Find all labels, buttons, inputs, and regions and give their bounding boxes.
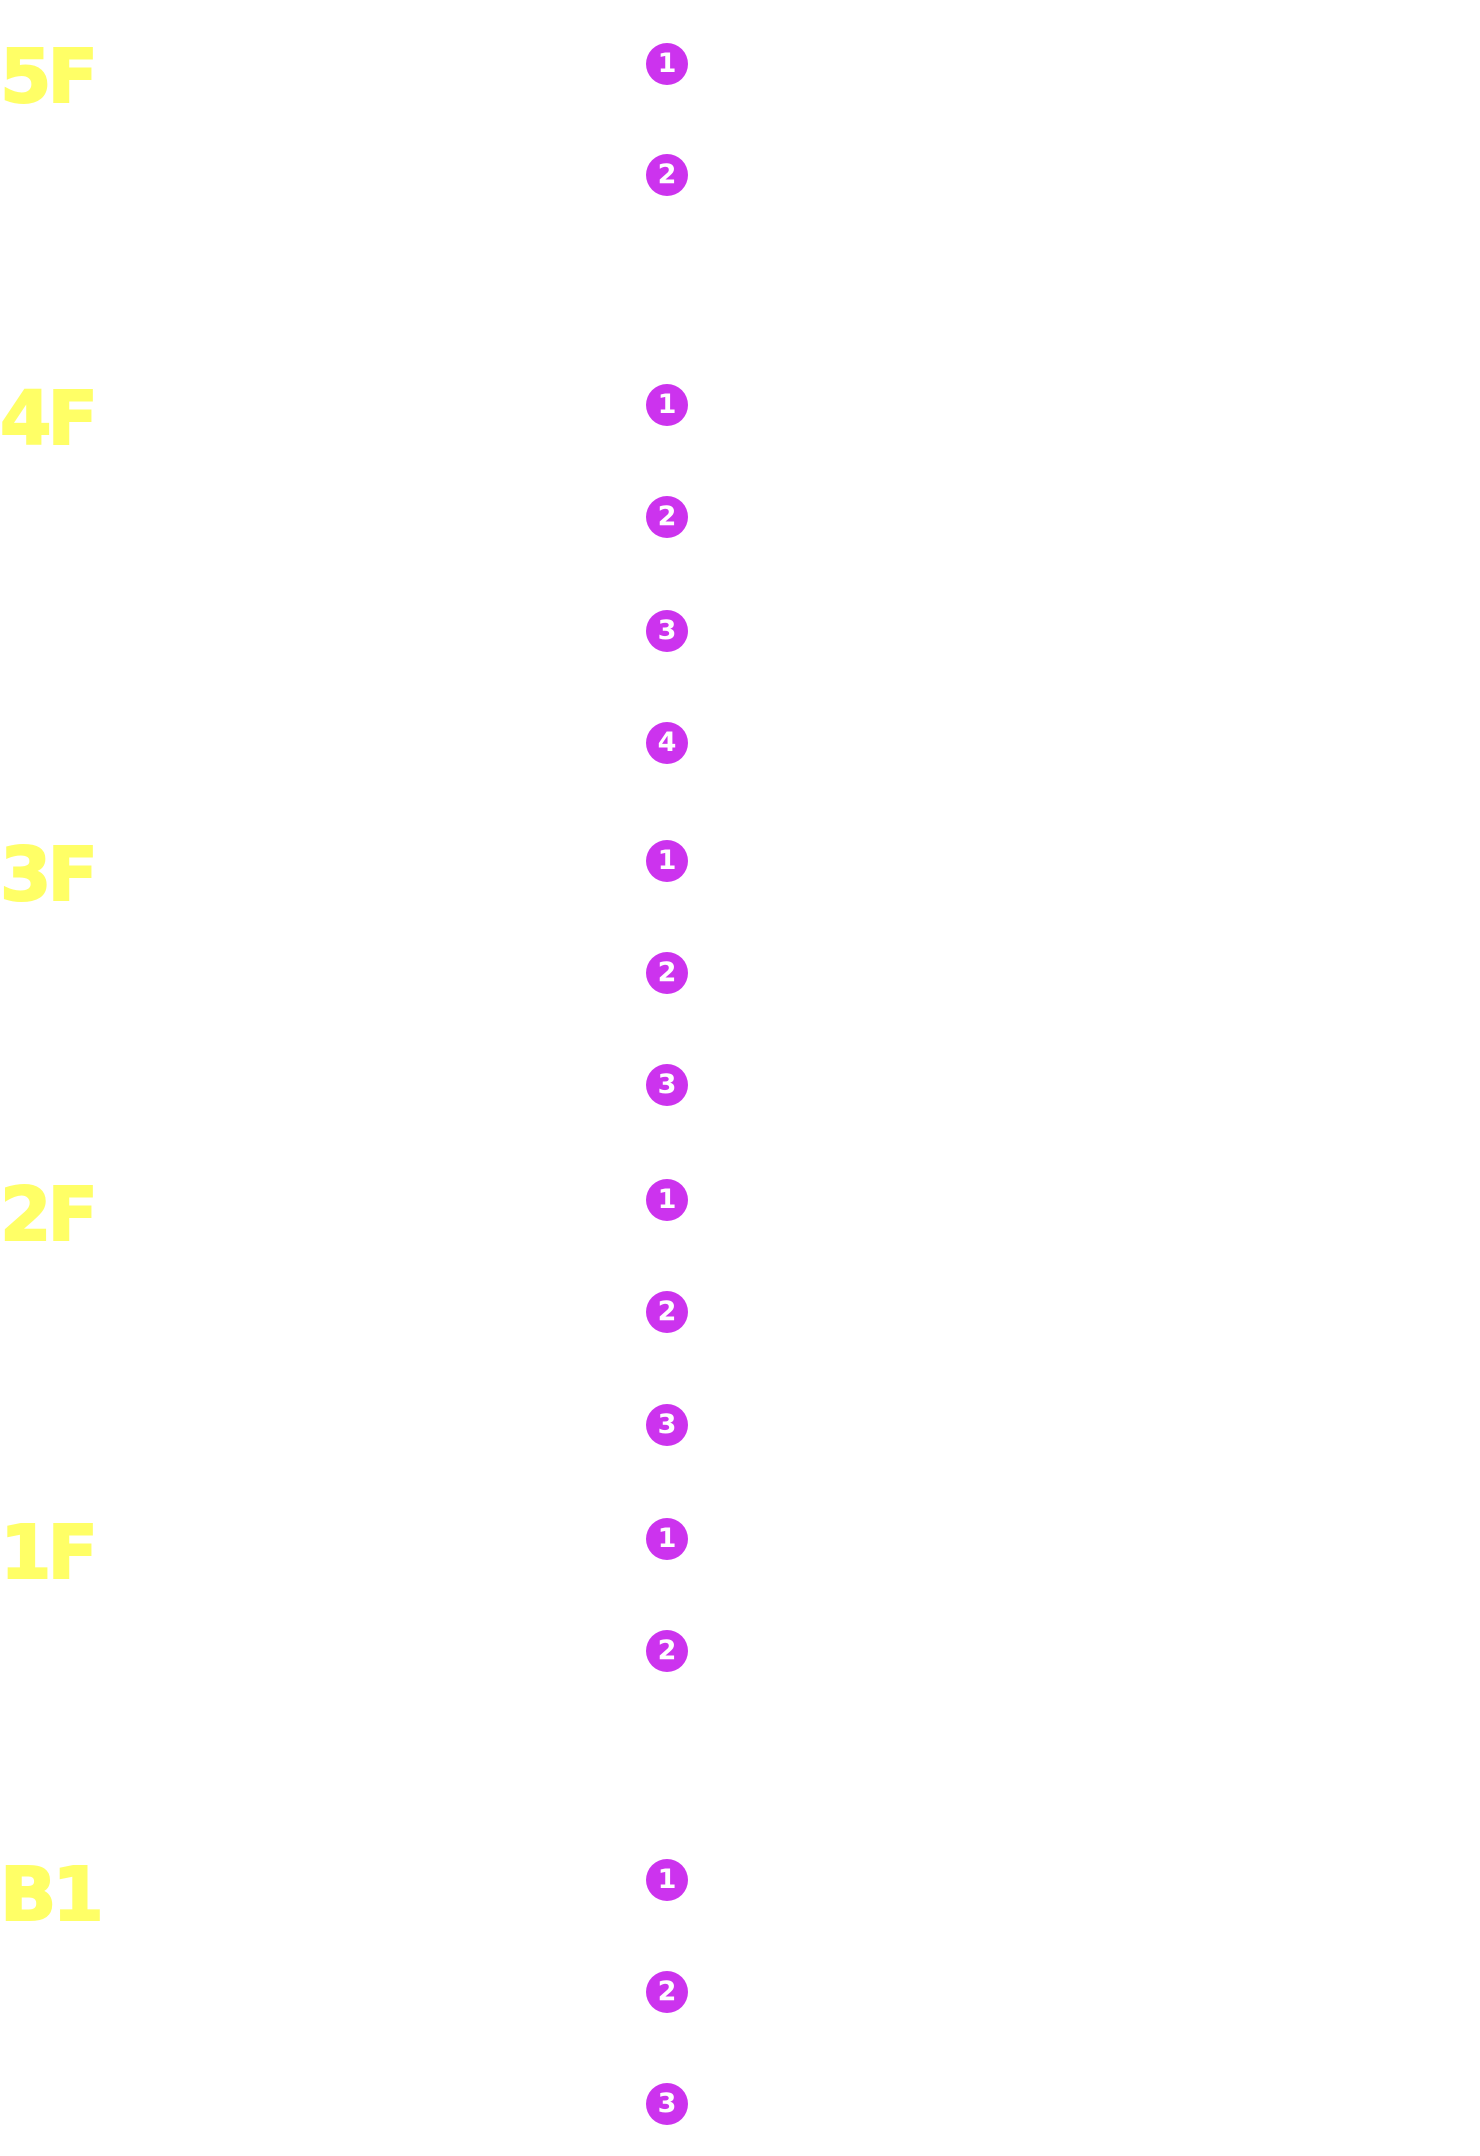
floor-2f-item-2[interactable]: 2 xyxy=(646,1291,688,1333)
floor-2f-item-3[interactable]: 3 xyxy=(646,1404,688,1446)
floor-2f-item-1[interactable]: 1 xyxy=(646,1179,688,1221)
floor-1f-item-1[interactable]: 1 xyxy=(646,1518,688,1560)
floor-b1-item-3[interactable]: 3 xyxy=(646,2083,688,2125)
floor-5f-item-2[interactable]: 2 xyxy=(646,154,688,196)
floor-4f-item-2[interactable]: 2 xyxy=(646,496,688,538)
floor-label-1f: 1F xyxy=(0,1510,99,1596)
floor-4f-item-1[interactable]: 1 xyxy=(646,384,688,426)
floor-b1-item-2[interactable]: 2 xyxy=(646,1971,688,2013)
floor-label-4f: 4F xyxy=(0,376,99,462)
floor-label-5f: 5F xyxy=(0,34,99,120)
floor-3f-item-3[interactable]: 3 xyxy=(646,1064,688,1106)
floor-label-3f: 3F xyxy=(0,832,99,918)
floor-3f-item-2[interactable]: 2 xyxy=(646,952,688,994)
floor-4f-item-4[interactable]: 4 xyxy=(646,722,688,764)
floor-5f-item-1[interactable]: 1 xyxy=(646,43,688,85)
floor-1f-item-2[interactable]: 2 xyxy=(646,1630,688,1672)
floor-b1-item-1[interactable]: 1 xyxy=(646,1859,688,1901)
floor-4f-item-3[interactable]: 3 xyxy=(646,610,688,652)
floor-label-2f: 2F xyxy=(0,1172,99,1258)
floor-3f-item-1[interactable]: 1 xyxy=(646,840,688,882)
floor-label-b1: B1 xyxy=(0,1852,105,1938)
